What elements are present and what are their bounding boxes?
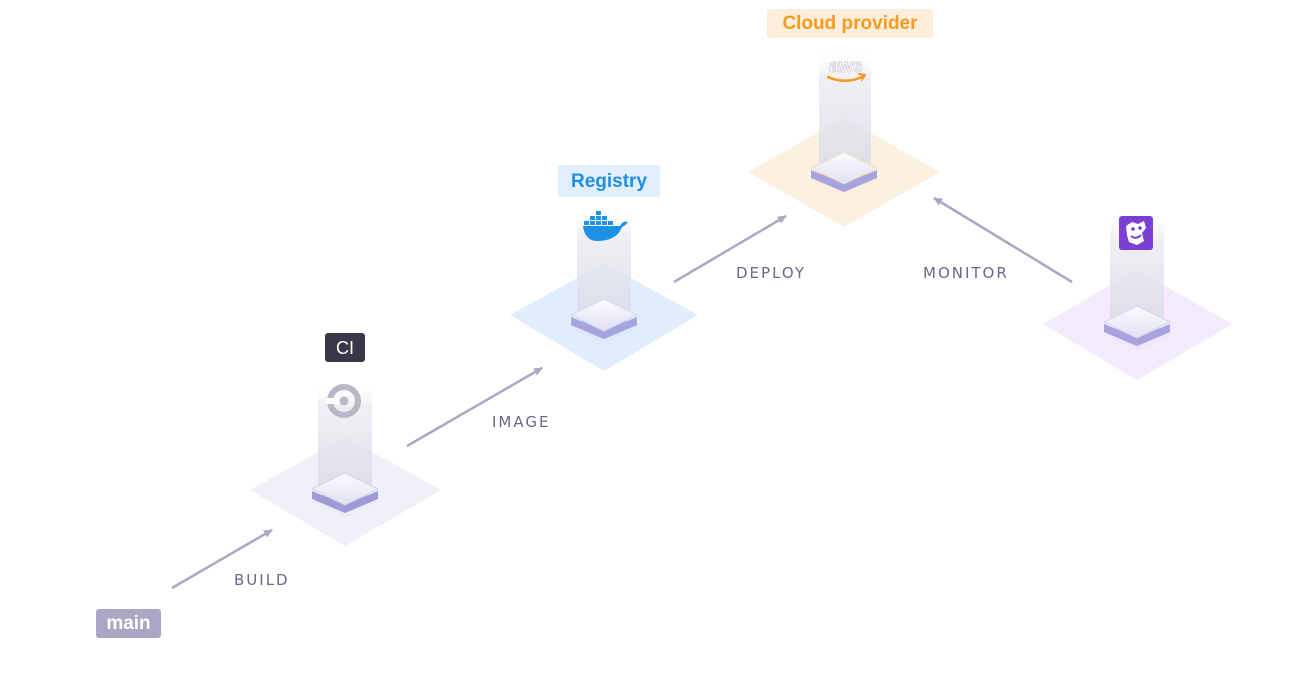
cloud-node: [748, 48, 940, 227]
monitor-arrow: [933, 196, 1073, 284]
registry-badge: Registry: [558, 165, 660, 197]
docker-icon: [583, 207, 629, 245]
ci-badge: CI: [325, 333, 365, 362]
ci-chip: [309, 472, 381, 519]
monitoring-node: [1043, 213, 1232, 380]
deploy-arrow: [673, 214, 787, 284]
cloud-beam: [819, 48, 871, 168]
monitoring-chip: [1101, 305, 1173, 352]
datadog-icon: [1117, 214, 1157, 254]
aws-icon: aws: [822, 54, 870, 86]
circleci-icon: [326, 384, 364, 420]
build-arrow: [171, 528, 273, 590]
main-branch-badge: main: [96, 609, 161, 638]
cloud-provider-badge: Cloud provider: [767, 9, 933, 38]
svg-text:aws: aws: [829, 56, 863, 76]
image-label: IMAGE: [492, 413, 551, 431]
build-label: BUILD: [234, 571, 290, 589]
deploy-label: DEPLOY: [736, 264, 807, 282]
image-arrow: [406, 366, 543, 448]
registry-chip: [568, 298, 640, 345]
cloud-chip: [808, 151, 880, 198]
registry-node: [510, 208, 698, 371]
monitor-label: MONITOR: [923, 264, 1009, 282]
